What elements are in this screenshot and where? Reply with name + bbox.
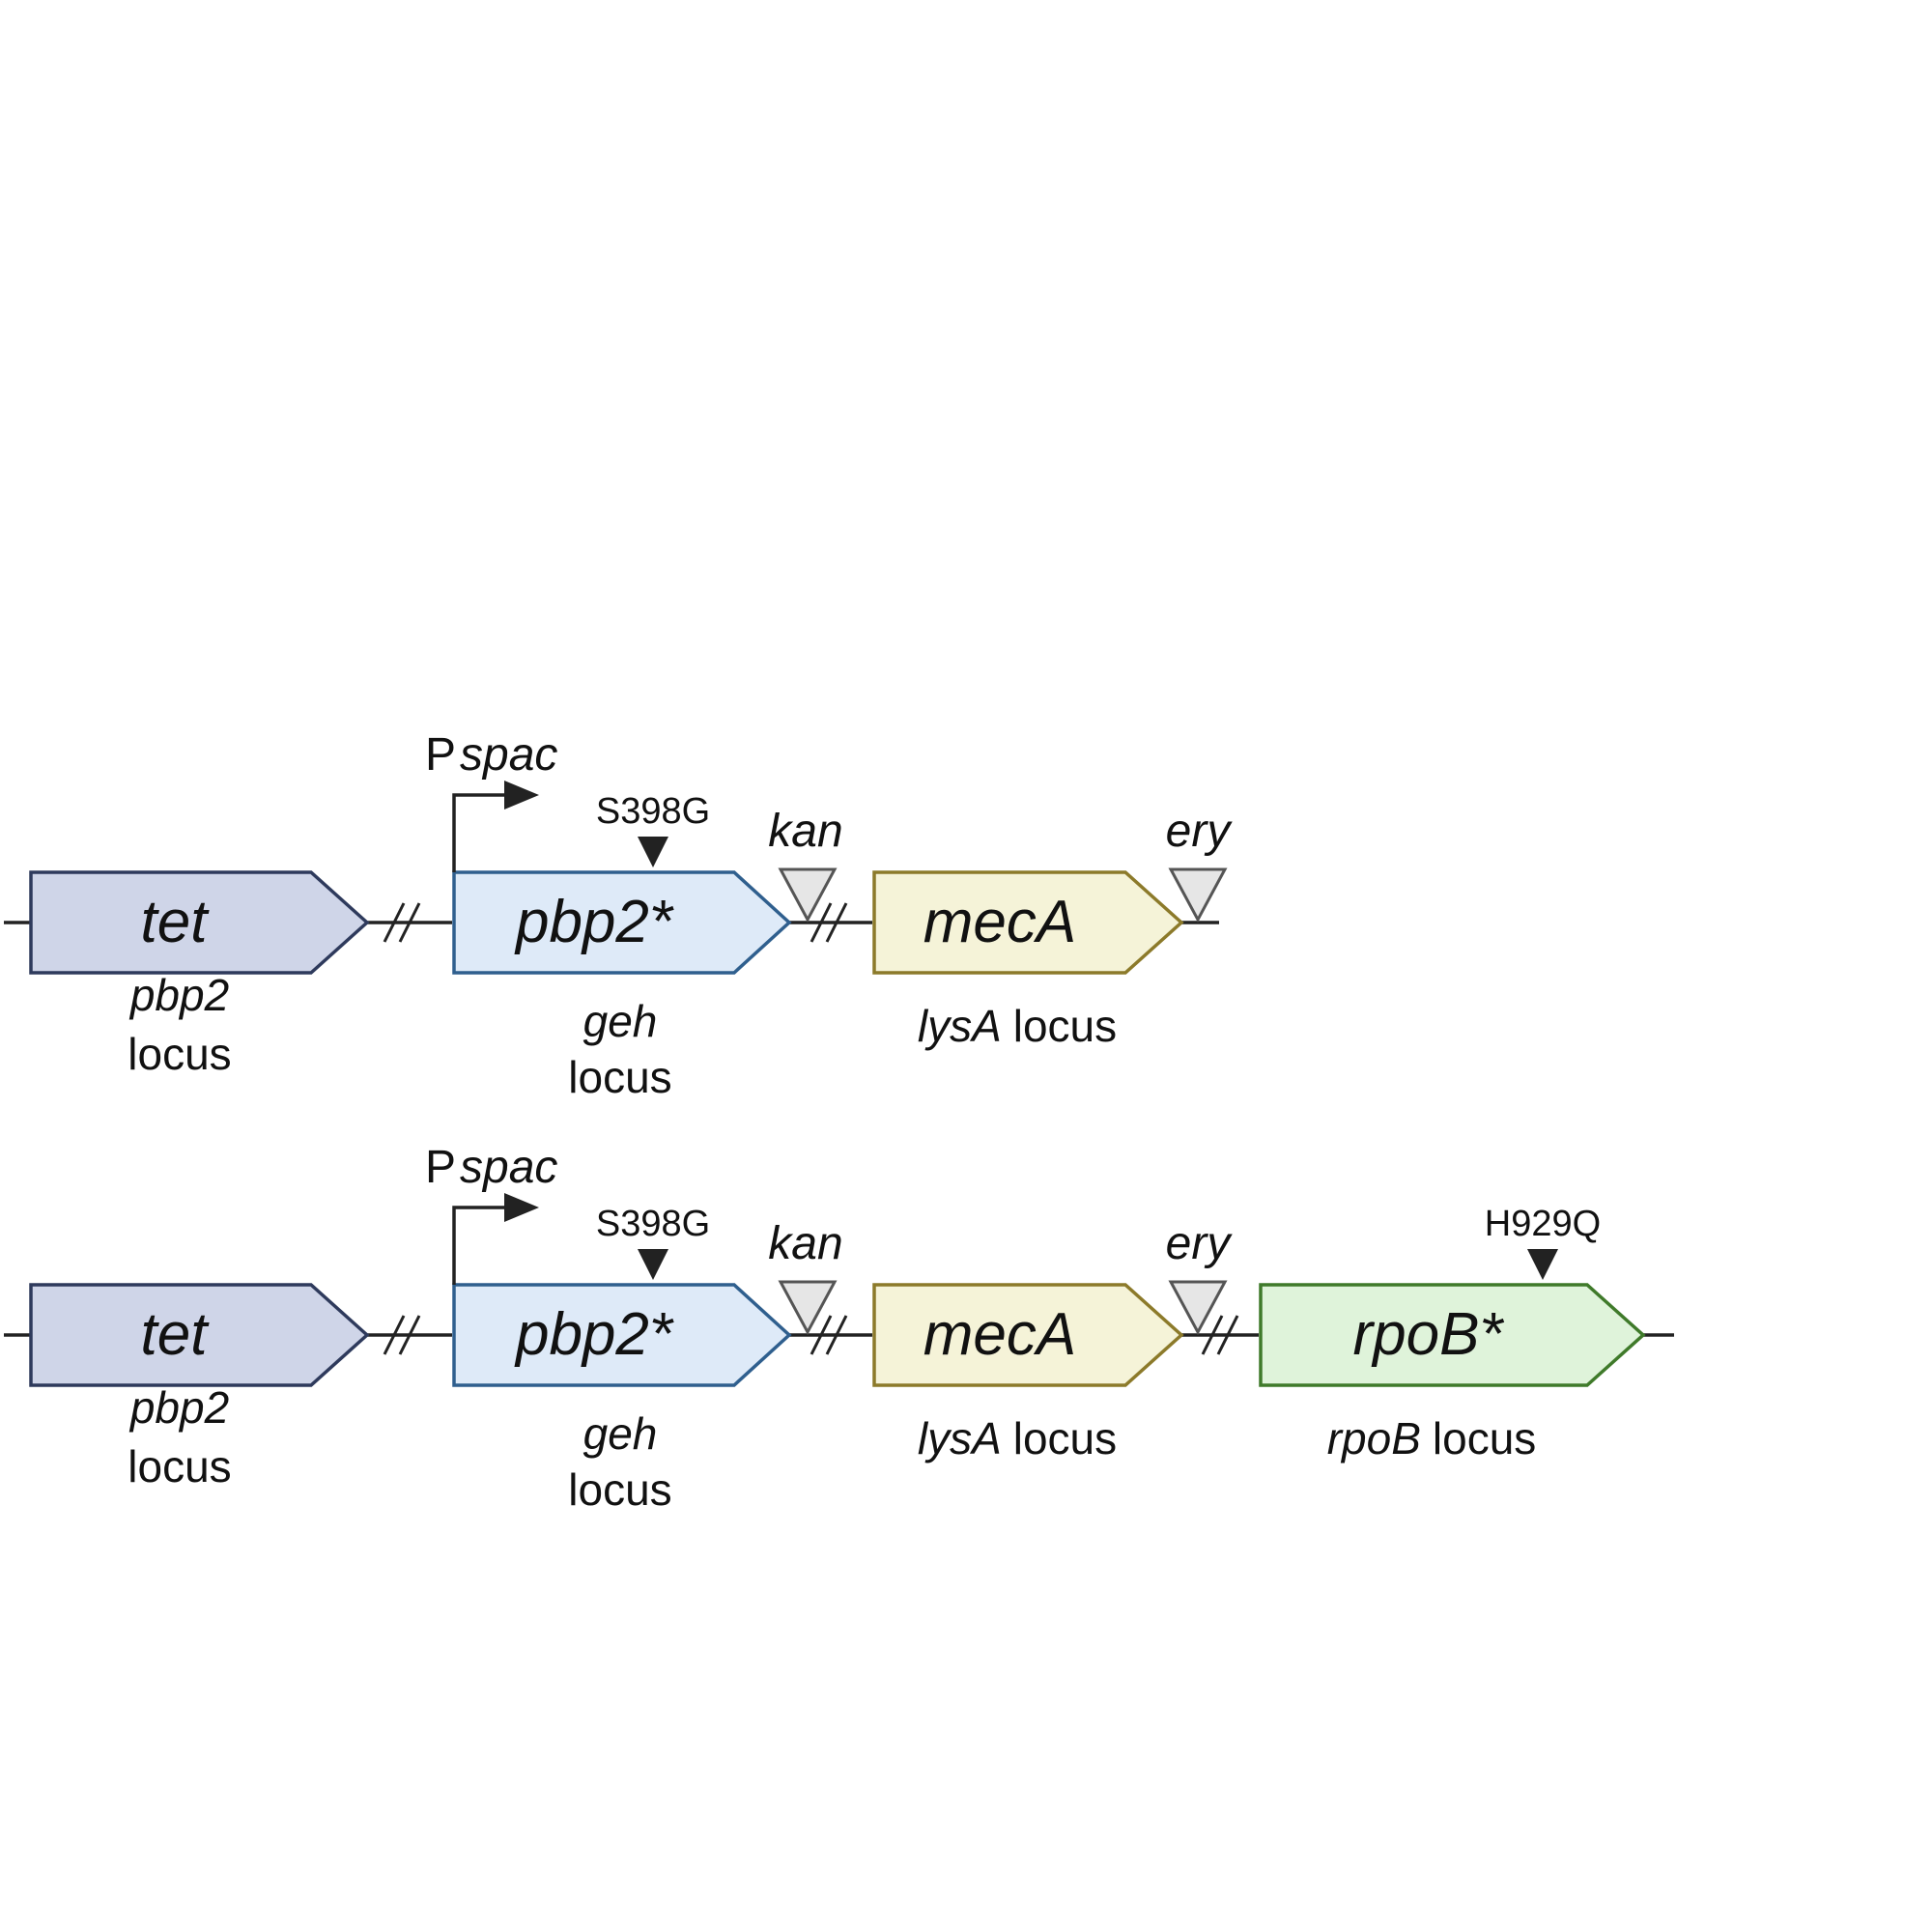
locus-label-pbp2: pbp2 [128,1382,229,1433]
backbone-break-mark [383,1315,421,1355]
gene-tet [29,1283,370,1387]
gene-label-mecA: mecA [923,1301,1076,1368]
promoter-label: Pspac [425,729,557,781]
backbone-break-mark [810,1315,848,1355]
mutation-label-rpoB: H929Q [1485,1204,1601,1244]
locus-label-geh: geh [583,1408,658,1459]
insertion-site-marker-icon [1168,867,1228,923]
gene-label-tet: tet [141,1301,211,1368]
mutation-site-marker-icon [638,837,668,867]
gene-pbp2-mutant [452,870,792,975]
gene-label-pbp2: pbp2* [514,889,674,955]
construct-2: tet pbp2* mecA rpoB* Pspac S398G H929Q k… [4,1142,1674,1515]
locus-label-pbp2-word: locus [128,1441,231,1492]
marker-label-kan: kan [768,1218,842,1269]
gene-label-rpoB: rpoB* [1352,1301,1504,1368]
locus-label-pbp2-word: locus [128,1029,231,1079]
gene-mecA [872,870,1184,975]
construct-1: tet pbp2* mecA Pspac S398G kan ery pbp2 … [4,729,1233,1102]
gene-label-tet: tet [141,889,211,955]
marker-label-ery: ery [1166,1218,1234,1269]
backbone-break-mark [383,902,421,943]
promoter-arrow-icon [452,781,539,872]
locus-label-geh: geh [583,996,658,1046]
gene-mecA [872,1283,1184,1387]
locus-label-geh-word: locus [568,1464,671,1515]
backbone-break-mark [810,902,848,943]
marker-label-ery: ery [1166,806,1234,857]
locus-label-pbp2: pbp2 [128,970,229,1020]
mutation-label: S398G [596,791,710,832]
marker-label-kan: kan [768,806,842,857]
gene-tet [29,870,370,975]
mutation-site-marker-icon [638,1249,668,1280]
gene-label-pbp2: pbp2* [514,1301,674,1368]
promoter-arrow-icon [452,1193,539,1285]
insertion-site-marker-icon [1168,1280,1228,1336]
gene-label-mecA: mecA [923,889,1076,955]
mutation-site-marker-icon [1527,1249,1558,1280]
locus-label-geh-word: locus [568,1052,671,1102]
insertion-site-marker-icon [778,867,838,923]
gene-pbp2-mutant [452,1283,792,1387]
mutation-label: S398G [596,1204,710,1244]
backbone-break-mark [1201,1315,1239,1355]
gene-rpoB-mutant [1259,1283,1646,1387]
promoter-label: Pspac [425,1142,557,1193]
insertion-site-marker-icon [778,1280,838,1336]
